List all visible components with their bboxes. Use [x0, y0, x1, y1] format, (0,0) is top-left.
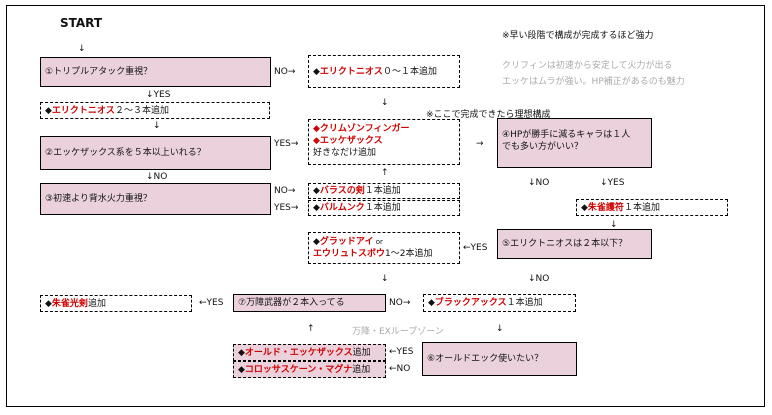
- question-3-text: ③初速より背水火力重視？: [45, 194, 152, 204]
- note-gray: クリフィンは初速から安定して火力が出る エッケはムラが強い。HP補正があるのも魅…: [502, 58, 685, 90]
- answer-rest: １本追加: [364, 203, 401, 213]
- bullet: ◆: [238, 347, 245, 358]
- note-top: ※早い段階で構成が完成するほど強力: [502, 31, 654, 41]
- glad-down-arrow: ↓: [381, 274, 389, 284]
- q5-yes-label: ←YES: [463, 243, 488, 253]
- weapon-name: コロッサスケーン・マグナ: [244, 364, 353, 375]
- answer-glad-eye: ◆グラッドアイ or エウリュトスボウ1～2本追加: [308, 232, 460, 264]
- answer-rest: １本追加: [506, 298, 543, 308]
- or-text: or: [373, 238, 383, 246]
- answer-rest: ２～３本追加: [114, 105, 169, 116]
- answer-rest: １本追加: [623, 202, 660, 213]
- q2-no-label: ↓NO: [146, 172, 168, 182]
- arrow-down-1: ↓: [381, 98, 389, 108]
- black-down-arrow: ↓: [496, 324, 504, 334]
- question-2: ②エッケザックス系を５本以上いれる？: [40, 136, 271, 170]
- answer-rest: 追加: [87, 298, 106, 309]
- answer-crimson-finger: ◆クリムゾンフィンガー ◆エッケザックス 好きなだけ追加: [308, 119, 460, 165]
- question-6-text: ⑥オールドエック使いたい？: [427, 354, 544, 364]
- weapon-name: オールド・エッケザックス: [244, 347, 353, 358]
- answer-rest: ０～１本追加: [382, 66, 437, 77]
- q6-yes-label: ←YES: [389, 347, 414, 357]
- q3-yes-label: YES→: [274, 203, 299, 213]
- weapon-name: 朱雀光剣: [51, 298, 88, 309]
- bullet: ◆: [428, 298, 435, 308]
- question-7: ⑦万障武器が２本入ってる: [233, 294, 386, 312]
- bullet: ◆: [313, 203, 320, 213]
- diagram-frame: [6, 5, 765, 407]
- q4-yes-label: ↓YES: [600, 178, 625, 188]
- weapon-name-2: エウリュトスボウ: [313, 249, 386, 259]
- note-gray-line-2: エッケはムラが強い。HP補正があるのも魅力: [502, 77, 685, 87]
- bullet: ◆: [581, 202, 588, 213]
- answer-rest: 追加: [352, 347, 371, 358]
- note-ideal: ※ここで完成できたら理想構成: [426, 110, 551, 120]
- loop-zone-label: 万降・EXループゾーン: [352, 327, 444, 337]
- bullet: ◆: [45, 298, 52, 309]
- bullet: ◆: [313, 66, 320, 77]
- question-1: ①トリプルアタック重視？: [40, 57, 271, 87]
- question-2-text: ②エッケザックス系を５本以上いれる？: [45, 148, 206, 158]
- note-gray-line-1: クリフィンは初速から安定して火力が出る: [502, 61, 673, 71]
- question-3: ③初速より背水火力重視？: [40, 183, 271, 215]
- answer-old-ecke: ◆オールド・エッケザックス追加: [233, 344, 386, 361]
- q2-yes-label: YES→: [274, 139, 299, 149]
- question-7-text: ⑦万障武器が２本入ってる: [238, 298, 345, 308]
- weapon-name: バラスの剣: [319, 186, 365, 196]
- answer-crimson-line-2: ◆エッケザックス: [313, 136, 383, 146]
- weapon-name: バルムンク: [319, 203, 365, 213]
- weapon-name: グラッドアイ: [319, 237, 374, 247]
- question-4-line-1: ④HPが勝手に減るキャラは１人: [502, 130, 631, 140]
- question-5: ⑤エリクトニオスは２本以下？: [497, 229, 652, 259]
- weapon-name: エリクトニオス: [51, 105, 115, 116]
- q4-no-label: ↓NO: [528, 178, 550, 188]
- answer-suzaku-sword: ◆朱雀光剣追加: [40, 295, 192, 312]
- answer-crimson-line-1: ◆クリムゾンフィンガー: [313, 124, 410, 134]
- q1-yes-label: ↓YES: [146, 90, 171, 100]
- weapon-name: 朱雀護符: [587, 202, 624, 213]
- q5-no-label: ↓NO: [528, 274, 550, 284]
- crim-to-q4-arrow: →: [476, 139, 484, 149]
- q3-no-label: NO→: [274, 186, 296, 196]
- start-label: START: [60, 16, 103, 30]
- bullet: ◆: [238, 364, 245, 375]
- bullet: ◆: [313, 237, 320, 247]
- q7-yes-label: ←YES: [199, 298, 224, 308]
- answer-rest: 1～2本追加: [385, 249, 433, 259]
- suzaku-down-arrow: ↓: [610, 220, 618, 230]
- up-arrow: ↑: [381, 168, 389, 178]
- arrow-down-2: ↓: [153, 121, 161, 131]
- question-6: ⑥オールドエック使いたい？: [422, 342, 577, 376]
- q7-no-label: NO→: [389, 298, 411, 308]
- bullet: ◆: [313, 186, 320, 196]
- answer-rest: 追加: [352, 364, 371, 375]
- answer-rest: １本追加: [364, 186, 401, 196]
- answer-colossus-cane: ◆コロッサスケーン・マグナ追加: [233, 361, 386, 378]
- bullet: ◆: [45, 105, 52, 116]
- question-5-text: ⑤エリクトニオスは２本以下？: [502, 239, 628, 249]
- question-1-text: ①トリプルアタック重視？: [45, 67, 153, 77]
- question-4-line-2: でも多い方がいい？: [502, 142, 584, 152]
- weapon-name: ブラックアックス: [434, 298, 507, 308]
- question-4: ④HPが勝手に減るキャラは１人 でも多い方がいい？: [497, 118, 652, 168]
- q6-no-label: ←NO: [389, 364, 411, 374]
- start-arrow: ↓: [78, 44, 86, 54]
- q1-no-label: NO→: [274, 67, 296, 77]
- loop-up-arrow: ↑: [307, 324, 315, 334]
- answer-crimson-line-3: 好きなだけ追加: [313, 148, 377, 158]
- weapon-name: エリクトニオス: [319, 66, 383, 77]
